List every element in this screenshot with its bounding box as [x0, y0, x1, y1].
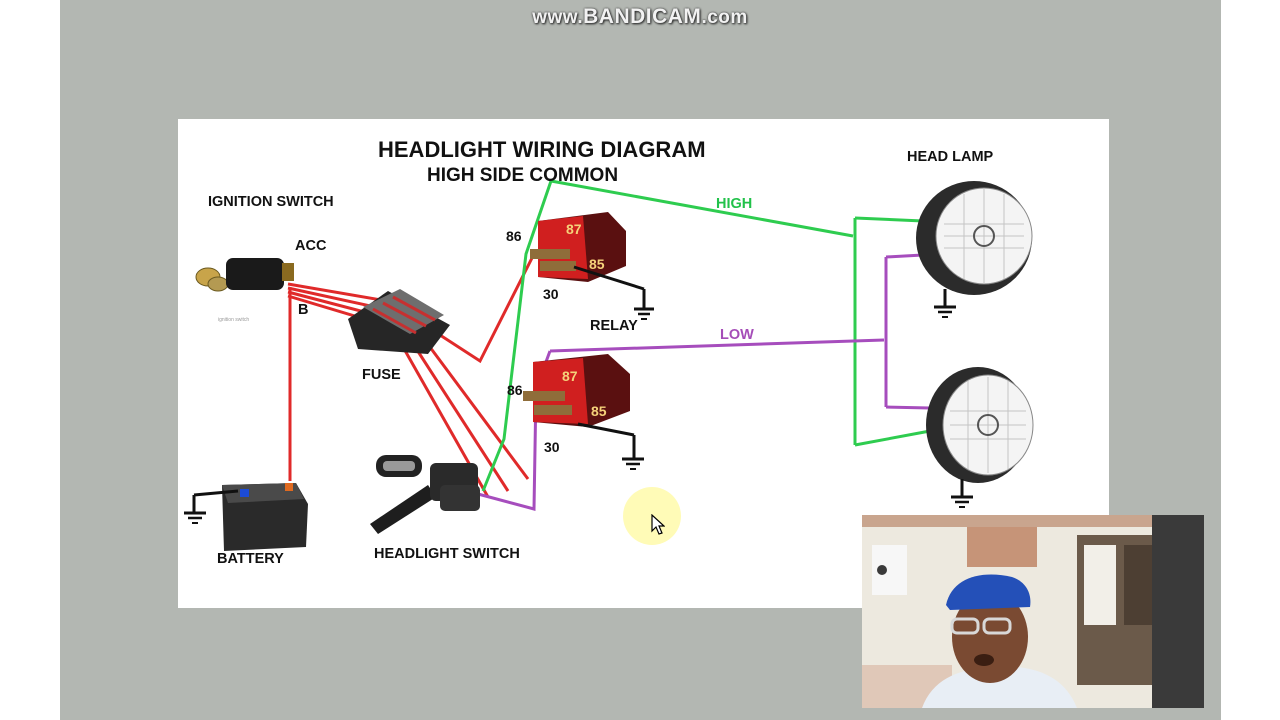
upper-head-lamp-icon — [916, 181, 1033, 318]
wiring-diagram-svg: ignition switch — [184, 179, 1034, 551]
svg-text:ignition switch: ignition switch — [218, 317, 249, 323]
low-wire-label: LOW — [720, 327, 754, 343]
webcam-feed — [862, 515, 1204, 708]
fuse-label: FUSE — [362, 367, 401, 383]
relay-label: RELAY — [590, 318, 638, 334]
high-beam-wires — [481, 179, 931, 492]
lower-head-lamp-icon — [926, 367, 1034, 508]
left-margin — [0, 0, 60, 720]
ignition-switch-icon: ignition switch — [195, 258, 294, 323]
webcam-overlay — [862, 515, 1204, 708]
recorder-watermark: www.BANDICAM.com — [532, 5, 748, 28]
lower-relay-pin-87: 87 — [562, 368, 578, 384]
upper-relay-pin-86: 86 — [506, 228, 522, 244]
right-margin — [1221, 0, 1280, 720]
diagram-title: HEADLIGHT WIRING DIAGRAM — [378, 137, 706, 162]
ignition-switch-label: IGNITION SWITCH — [208, 194, 334, 210]
upper-relay-pin-85: 85 — [589, 256, 605, 272]
lower-relay-pin-86: 86 — [507, 382, 523, 398]
battery-label: BATTERY — [217, 551, 284, 567]
upper-relay-icon — [530, 212, 654, 320]
mouse-pointer-icon — [651, 514, 665, 535]
lower-relay-pin-30: 30 — [544, 439, 560, 455]
upper-relay-pin-87: 87 — [566, 221, 582, 237]
lower-relay-icon — [523, 354, 644, 470]
acc-label: ACC — [295, 238, 327, 254]
fuse-box-icon — [348, 289, 450, 354]
wiring-diagram-slide: ignition switch — [178, 119, 1109, 608]
headlight-switch-label: HEADLIGHT SWITCH — [374, 546, 520, 562]
diagram-subtitle: HIGH SIDE COMMON — [427, 165, 619, 186]
headlight-switch-icon — [370, 455, 480, 534]
high-wire-label: HIGH — [716, 196, 753, 212]
b-terminal-label: B — [298, 302, 309, 318]
head-lamp-label: HEAD LAMP — [907, 149, 994, 165]
battery-icon — [184, 483, 308, 551]
lower-relay-pin-85: 85 — [591, 403, 607, 419]
upper-relay-pin-30: 30 — [543, 286, 559, 302]
